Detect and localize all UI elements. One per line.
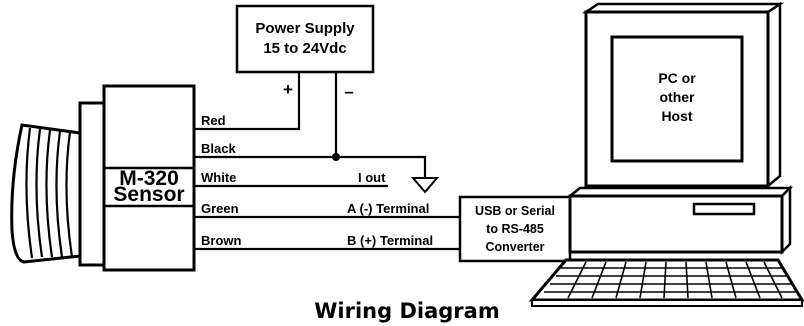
wire-label-white: White [201,170,236,185]
wire-black [194,155,427,178]
monitor-screen [610,35,744,163]
converter-line2: to RS-485 [486,222,544,236]
converter: USB or Serial to RS-485 Converter [458,195,572,263]
junction-dot [332,153,340,161]
wire-label-green: Green [201,201,239,216]
terminal-label-a: A (-) Terminal [347,201,429,216]
wires [194,72,460,251]
terminal-label-iout: I out [358,170,386,185]
sensor-label-sensor: Sensor [113,183,184,206]
wire-red [194,72,301,131]
computer [528,1,804,307]
converter-line1: USB or Serial [475,204,555,218]
sensor-hex [102,84,196,272]
monitor-side [766,1,782,189]
sensor-label-line1: M-320 [119,167,179,190]
host-line2: other [660,89,696,105]
sensor-flange [78,101,106,267]
host-line1: PC or [658,70,696,86]
diagram-caption: Wiring Diagram [314,299,499,323]
ground-icon [410,177,440,194]
host-line3: Host [661,108,692,124]
drive-slot [692,202,756,216]
keyboard-keys [544,261,798,299]
keyboard-front [531,299,803,307]
terminal-label-b: B (+) Terminal [347,233,433,248]
power-minus: – [344,82,353,101]
power-supply-box [235,4,375,74]
thread-lines [25,127,74,259]
keyboard [528,258,804,302]
wire-label-red: Red [201,113,226,128]
power-plus: + [283,80,293,99]
converter-box [458,195,572,263]
converter-line3: Converter [485,240,544,254]
sensor-body: M-320 Sensor [10,84,196,272]
power-supply-line1: Power Supply [255,20,355,37]
power-supply: Power Supply 15 to 24Vdc + – [235,4,375,101]
wire-label-brown: Brown [201,233,242,248]
wire-label-black: Black [201,141,236,156]
power-supply-line2: 15 to 24Vdc [263,40,346,57]
